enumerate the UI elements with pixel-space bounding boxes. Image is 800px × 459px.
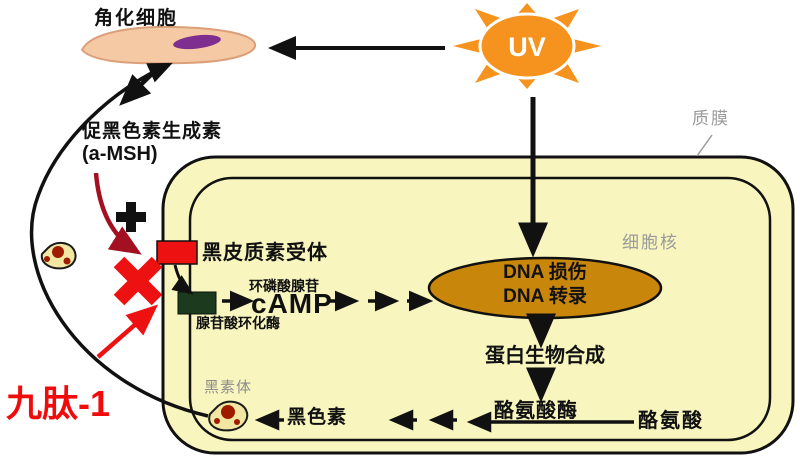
melanocortin-receptor-marker <box>156 240 198 265</box>
keratinocyte-shape <box>80 25 257 65</box>
melanosome-label: 黑素体 <box>204 379 253 396</box>
cell-nucleus-label: 细胞核 <box>622 233 679 252</box>
arrow-msh-to-receptor <box>93 172 142 255</box>
melanocyte-dot-small-2 <box>63 257 71 265</box>
plasma-membrane-pointer-line <box>696 134 713 157</box>
melanocyte-icon <box>40 242 77 270</box>
adenylate-cyclase-marker <box>177 291 217 315</box>
melanosome-icon <box>208 400 249 432</box>
red-cross-icon <box>113 256 163 306</box>
keratinocyte-label: 角化细胞 <box>94 8 179 29</box>
sun-body <box>478 12 576 80</box>
msh-label-line1: 促黑色素生成素 <box>82 121 223 142</box>
plus-icon <box>116 202 146 232</box>
keratinocyte-nucleus <box>173 34 221 50</box>
nonapeptide-label: 九肽-1 <box>6 383 111 424</box>
uv-sun-icon: UV <box>453 3 601 89</box>
protein-biosynthesis-label: 蛋白生物合成 <box>485 345 605 367</box>
melanosome-dot-large <box>221 405 235 419</box>
melanocyte-dot-large <box>52 246 64 258</box>
camp-label: cAMP <box>251 288 333 319</box>
melanosome-dot-small-1 <box>214 418 220 424</box>
plasma-membrane-label: 质膜 <box>692 109 730 128</box>
msh-label-line2: (a-MSH) <box>82 143 158 165</box>
tyrosine-label: 酪氨酸 <box>638 410 704 432</box>
dna-transcription-label: DNA 转录 <box>503 286 587 307</box>
camp-fullname-label: 环磷酸腺苷 <box>249 278 319 294</box>
uv-label: UV <box>508 32 546 62</box>
melanocortin-receptor-label: 黑皮质素受体 <box>202 242 328 264</box>
feedback-curve-melanosome-to-keratinocyte <box>29 62 209 418</box>
arrow-nonapeptide-to-receptor <box>96 304 159 359</box>
arrow-receptor-to-cyclase <box>171 264 194 295</box>
adenylate-cyclase-label: 腺苷酸环化酶 <box>196 315 280 331</box>
melanocyte-dot-small-1 <box>44 256 50 262</box>
dna-damage-label: DNA 损伤 <box>503 262 587 283</box>
keratinocyte-body <box>80 25 257 65</box>
tyrosinase-label: 酪氨酸酶 <box>494 400 578 422</box>
melanin-label: 黑色素 <box>287 407 348 428</box>
melanosome-dot-small-2 <box>234 419 240 425</box>
